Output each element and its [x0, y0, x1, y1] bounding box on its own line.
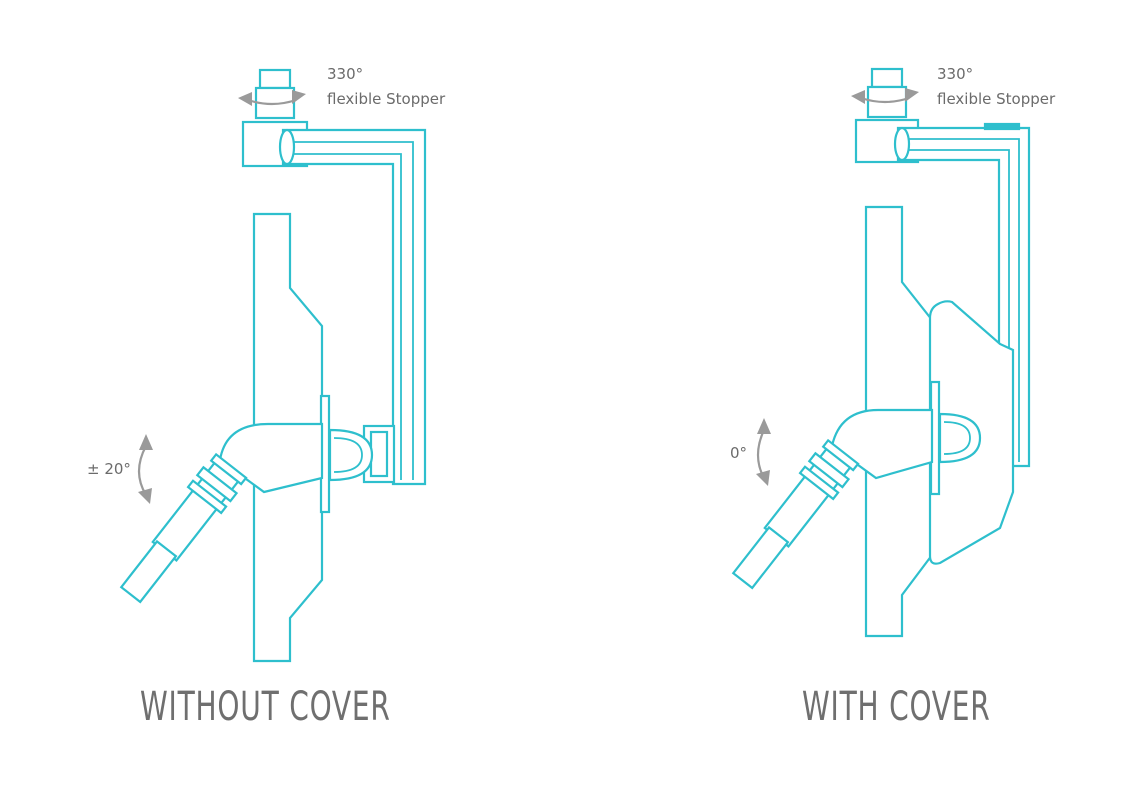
- rotation-label: flexible Stopper: [327, 90, 446, 108]
- rotation-arrows: [238, 90, 306, 106]
- diagram-with-cover: 330° flexible Stopper: [730, 65, 1056, 638]
- tilt-arrow: [137, 434, 153, 504]
- tilt-arrow: [756, 418, 771, 486]
- lamp-cover: [928, 300, 1015, 565]
- tilt-value: ± 20°: [87, 460, 131, 478]
- rotation-label: flexible Stopper: [937, 90, 1056, 108]
- tilt-handle: [119, 422, 324, 604]
- fixed-handle: [731, 408, 934, 590]
- diagram-without-cover: 330° flexible Stopper: [87, 65, 446, 663]
- rotation-arrows: [851, 88, 919, 104]
- support-arm: [278, 128, 427, 486]
- tilt-value: 0°: [730, 444, 747, 462]
- rotation-value: 330°: [327, 65, 363, 83]
- caption-without-cover: WITHOUT COVER: [140, 684, 391, 730]
- rotation-value: 330°: [937, 65, 973, 83]
- caption-with-cover: WITH COVER: [802, 684, 991, 730]
